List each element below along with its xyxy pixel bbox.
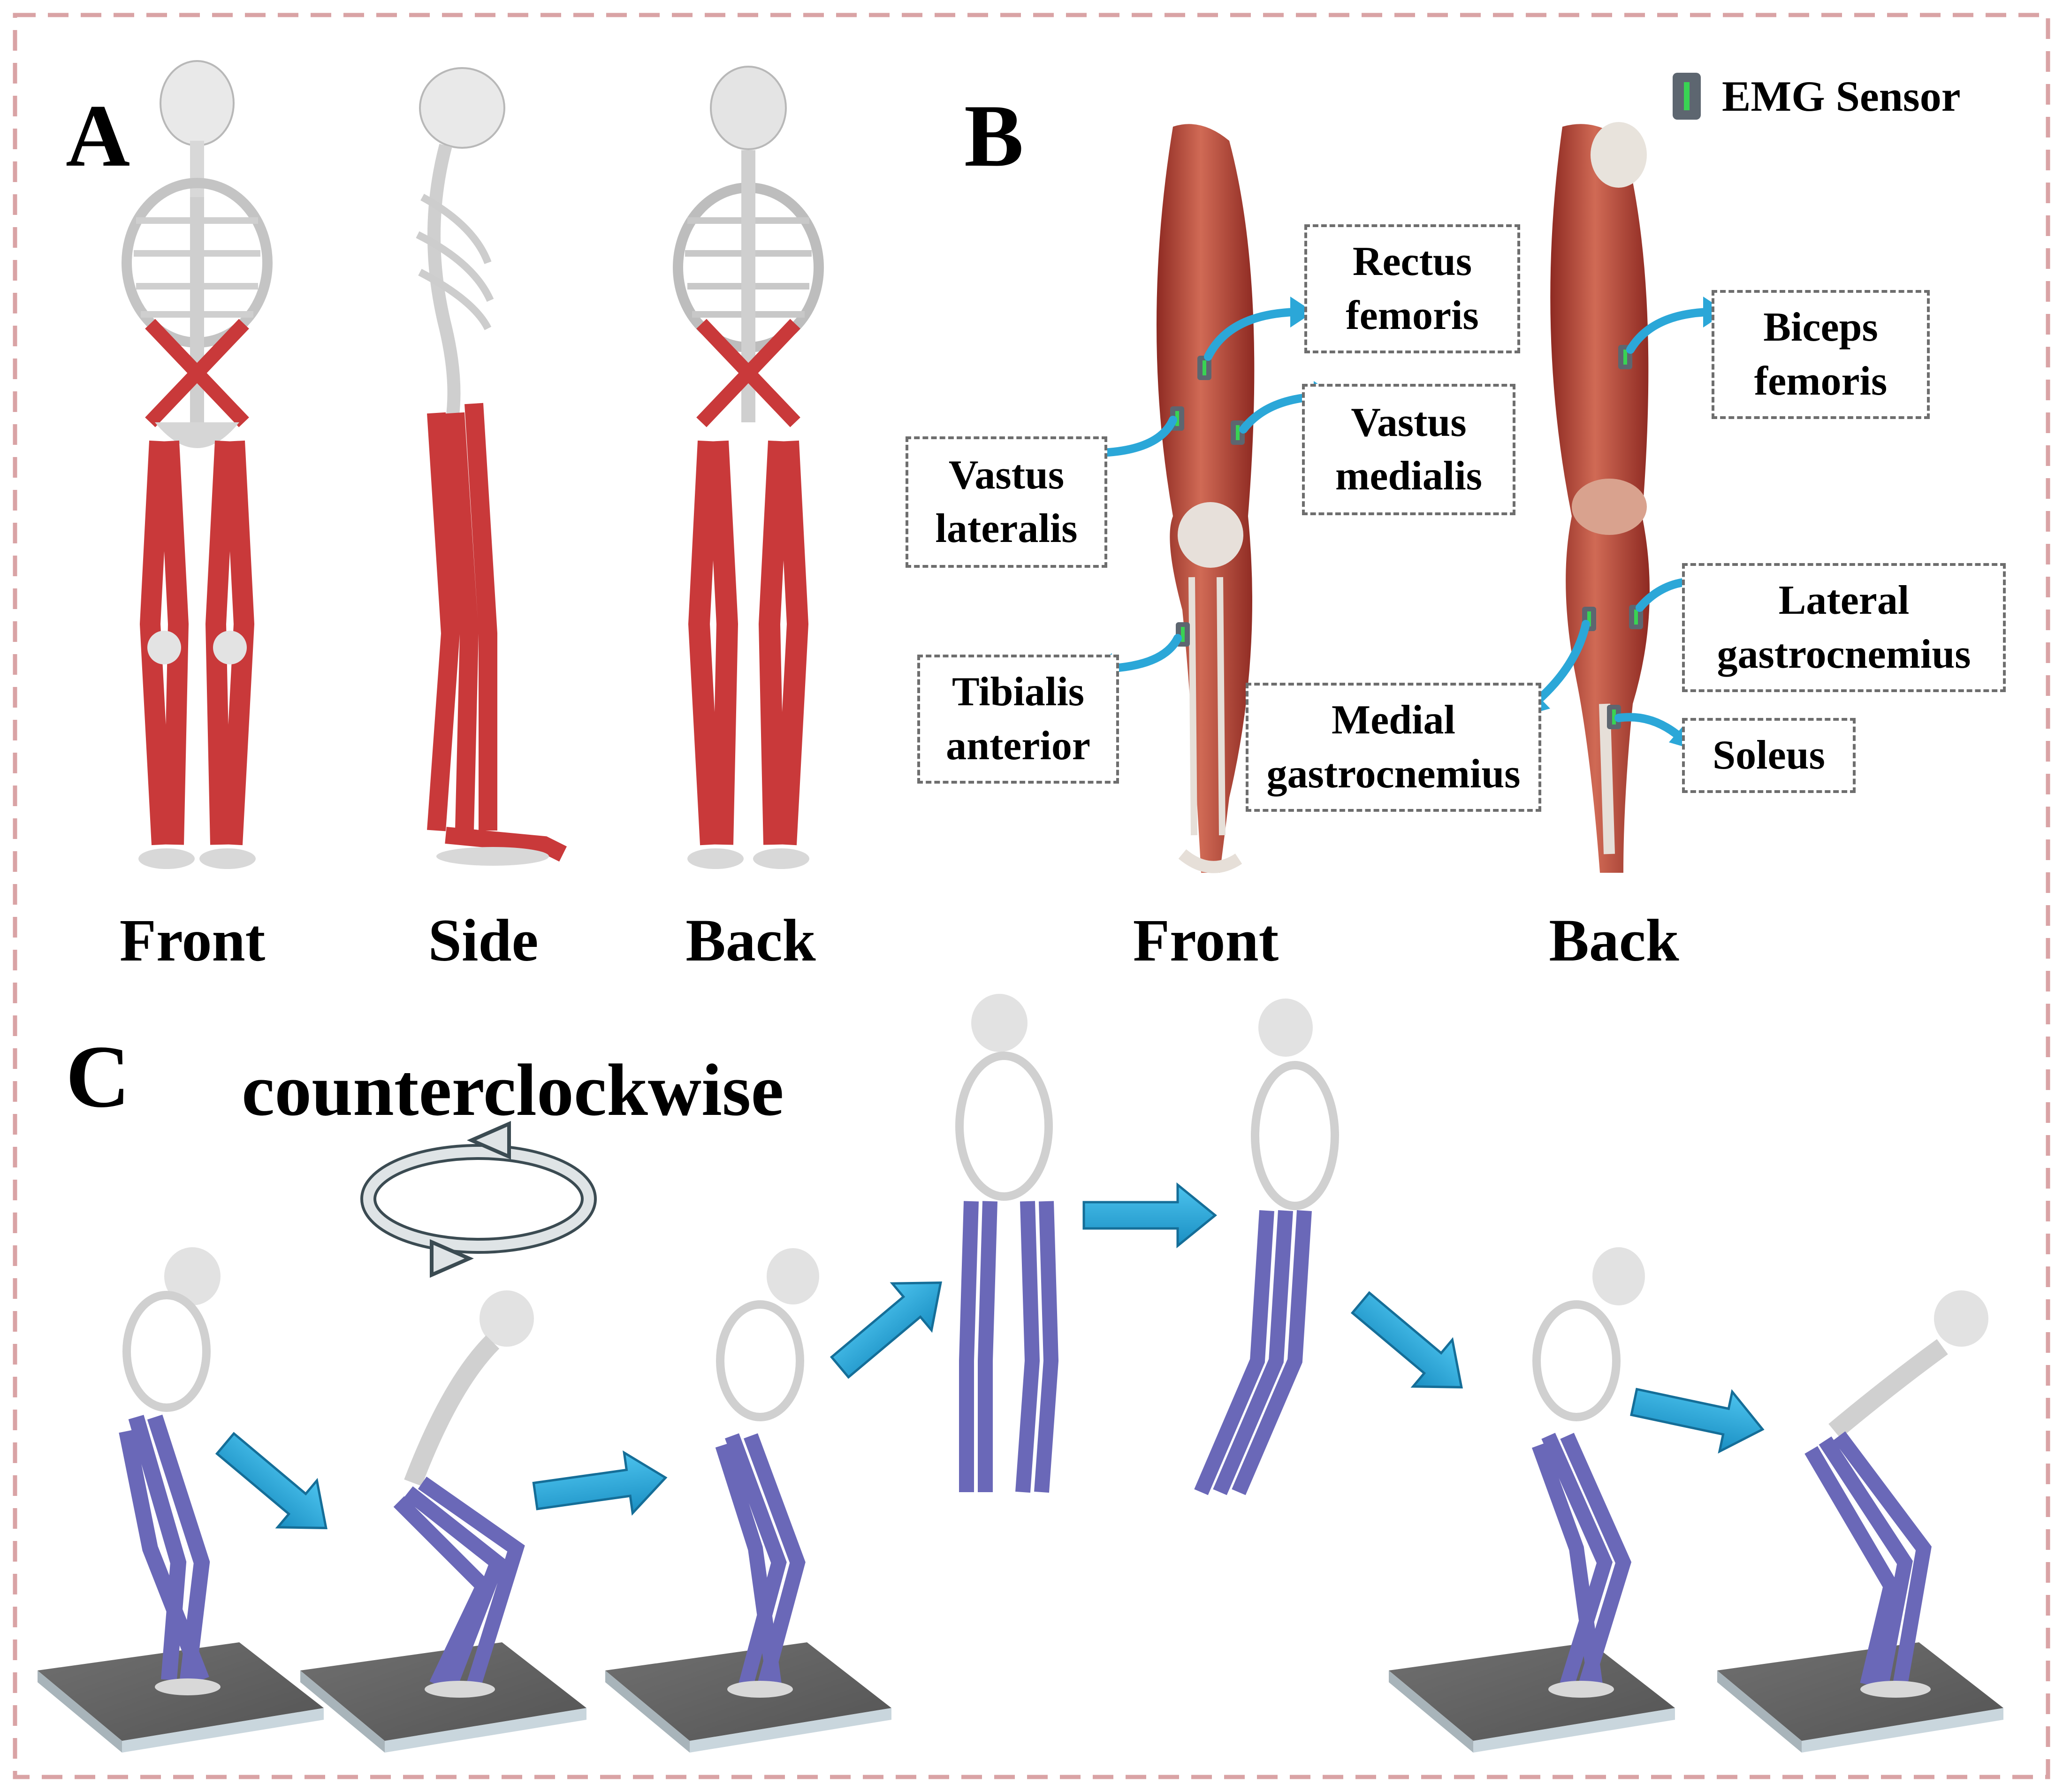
motion-figure-5 (1194, 999, 1339, 1495)
motion-figure-6 (1531, 1247, 1645, 1698)
panel-b-view-back: Back (1549, 907, 1679, 974)
label-biceps-femoris: Biceps femoris (1712, 290, 1930, 419)
force-plate-4 (1389, 1642, 1675, 1753)
emg-sensor-soleus (1607, 705, 1621, 729)
emg-sensor-icon (1673, 73, 1701, 120)
leader-arrow-soleus (1614, 713, 1684, 741)
panel-b-label: B (964, 87, 1024, 185)
sequence-arrow-1 (215, 1432, 327, 1529)
leader-arrow-rectus-femoris (1204, 308, 1299, 361)
panel-a-label: A (66, 87, 130, 185)
motion-figure-1 (119, 1247, 221, 1695)
label-tibialis-anterior: Tibialis anterior (917, 655, 1119, 784)
label-medial-gastrocnemius: Medial gastrocnemius (1246, 683, 1541, 812)
label-soleus: Soleus (1682, 718, 1856, 793)
panel-b-view-front: Front (1133, 907, 1279, 974)
emg-sensor-legend: EMG Sensor (1670, 70, 1961, 122)
emg-sensor-legend-label: EMG Sensor (1722, 72, 1961, 120)
emg-sensor-rectus-femoris (1197, 356, 1211, 380)
counterclockwise-rotation-icon (360, 1121, 597, 1278)
panel-c-label: C (66, 1028, 130, 1126)
panel-a-view-side: Side (428, 907, 539, 974)
label-rectus-femoris: Rectus femoris (1304, 224, 1520, 353)
panel-a-skeleton-side (416, 67, 567, 866)
panel-a-skeleton-front (122, 60, 273, 869)
panel-b-leg-front (1157, 124, 1255, 873)
motion-figure-2 (393, 1290, 534, 1698)
force-plate-1 (38, 1642, 324, 1753)
label-lateral-gastrocnemius: Lateral gastrocnemius (1682, 563, 2006, 692)
motion-figure-4 (955, 994, 1059, 1493)
panel-a-view-front: Front (119, 907, 266, 974)
leader-arrow-medial-gastrocnemius (1532, 620, 1590, 706)
sequence-arrow-3 (830, 1281, 942, 1379)
leader-arrow-biceps-femoris (1626, 308, 1712, 354)
figure-frame (13, 13, 2050, 1779)
sequence-arrow-5 (1350, 1291, 1463, 1388)
sequence-arrow-2 (532, 1450, 668, 1516)
panel-b-leg-back (1550, 122, 1650, 873)
sequence-arrow-4 (1082, 1182, 1217, 1249)
sequence-arrow-6 (1630, 1388, 1765, 1454)
motion-figure-3 (715, 1248, 819, 1698)
motion-figure-7 (1804, 1290, 1988, 1698)
label-vastus-medialis: Vastus medialis (1302, 384, 1515, 515)
panel-a-view-back: Back (685, 907, 816, 974)
rotation-direction-label: counterclockwise (242, 1049, 784, 1131)
leader-arrow-vastus-lateralis (1096, 416, 1177, 457)
force-plate-5 (1717, 1642, 2003, 1753)
panel-a-skeleton-back (673, 66, 824, 869)
label-vastus-lateralis: Vastus lateralis (906, 436, 1107, 568)
leader-arrowhead-rectus-femoris (1290, 297, 1314, 328)
